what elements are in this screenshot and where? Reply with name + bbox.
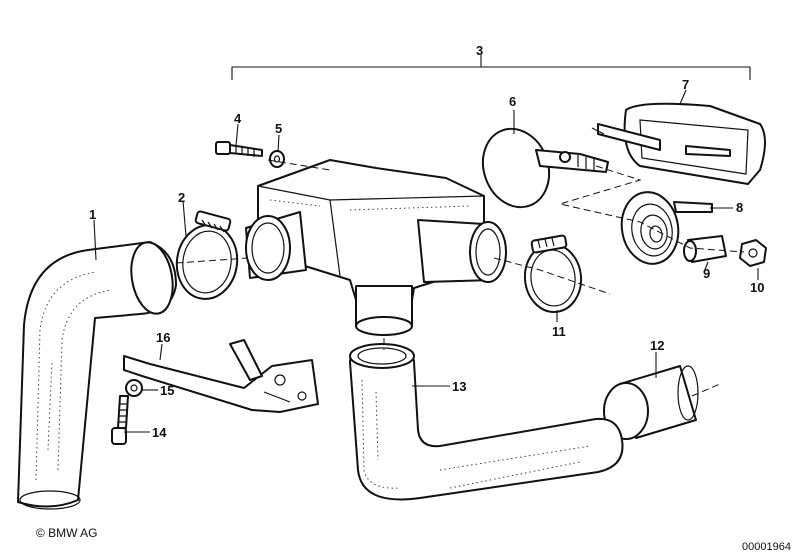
washer-part-5 (269, 150, 285, 168)
callout-8: 8 (736, 200, 743, 215)
bracket-part-16 (123, 339, 319, 413)
callout-10: 10 (750, 280, 764, 295)
bolt-part-14 (111, 395, 129, 445)
spring-part-8 (620, 191, 713, 265)
callout-leaders (93, 89, 759, 433)
assembly-lines (175, 159, 745, 397)
callout-6: 6 (509, 94, 516, 109)
washer-part-15 (125, 379, 143, 397)
hose-clamp-part-2 (175, 210, 239, 300)
callout-3: 3 (476, 43, 483, 58)
diagram-id: 00001964 (742, 541, 791, 553)
callout-16: 16 (156, 330, 170, 345)
cover-part-7 (591, 102, 766, 185)
copyright-label: © BMW AG (36, 526, 98, 540)
callout-1: 1 (89, 207, 96, 222)
screw-part-4 (215, 141, 263, 157)
callout-12: 12 (650, 338, 664, 353)
callout-7: 7 (682, 77, 689, 92)
callout-14: 14 (152, 425, 167, 440)
callout-13: 13 (452, 379, 466, 394)
hose-elbow-part-1 (17, 241, 177, 510)
callout-9: 9 (703, 266, 710, 281)
callout-11: 11 (552, 324, 566, 339)
t-housing-part-3 (245, 159, 507, 336)
callout-4: 4 (234, 111, 242, 126)
flap-part-6 (481, 127, 609, 209)
sleeve-part-9 (683, 235, 727, 263)
callout-5: 5 (275, 121, 282, 136)
callout-15: 15 (160, 383, 174, 398)
callout-labels: 3 1 2 4 5 6 7 8 9 10 11 12 13 14 15 16 (89, 43, 764, 440)
hose-clamp-part-11 (523, 234, 583, 313)
callout-2: 2 (178, 190, 185, 205)
nut-part-10 (739, 239, 767, 267)
hose-u-part-13 (349, 343, 624, 501)
group-3-bracket (231, 55, 751, 80)
